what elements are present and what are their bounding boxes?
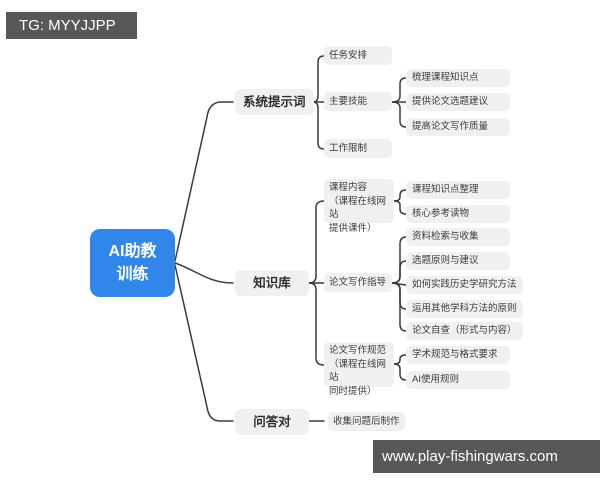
node-thesis-writing-standards[interactable]: 论文写作规范 （课程在线网站 同时提供） [324,342,394,397]
node-course-content[interactable]: 课程内容 （课程在线网站 提供课件） [324,179,394,234]
root-node[interactable]: AI助教 训练 [90,229,175,297]
node-academic-format-requirements[interactable]: 学术规范与格式要求 [406,346,510,364]
node-topic-principles[interactable]: 选题原则与建议 [406,252,510,270]
node-thesis-topic-suggestions[interactable]: 提供论文选题建议 [406,93,510,111]
node-task-arrangement[interactable]: 任务安排 [324,46,392,65]
node-thesis-writing-guidance[interactable]: 论文写作指导 [324,273,392,292]
node-other-discipline-methods[interactable]: 运用其他学科方法的原则 [406,300,523,318]
branch-system-prompt[interactable]: 系统提示词 [235,89,314,115]
node-history-research-methods[interactable]: 如何实践历史学研究方法 [406,276,523,294]
branch-qa-pairs[interactable]: 问答对 [235,409,309,435]
watermark-site-badge: www.play-fishingwars.com [373,440,600,473]
node-course-points-summary[interactable]: 课程知识点整理 [406,181,510,199]
node-collect-questions[interactable]: 收集问题后制作 [328,412,405,431]
branch-knowledge-base[interactable]: 知识库 [235,270,309,296]
node-work-limits[interactable]: 工作限制 [324,139,392,158]
node-material-search[interactable]: 资料检索与收集 [406,228,510,246]
node-main-skills[interactable]: 主要技能 [324,92,392,111]
node-ai-usage-rules[interactable]: AI使用规则 [406,371,510,389]
node-improve-writing-quality[interactable]: 提高论文写作质量 [406,118,510,136]
node-thesis-self-check[interactable]: 论文自查（形式与内容） [406,322,523,340]
node-organize-course-points[interactable]: 梳理课程知识点 [406,69,510,87]
node-core-readings[interactable]: 核心参考读物 [406,205,510,223]
watermark-tg-badge: TG: MYYJJPP [6,12,137,39]
